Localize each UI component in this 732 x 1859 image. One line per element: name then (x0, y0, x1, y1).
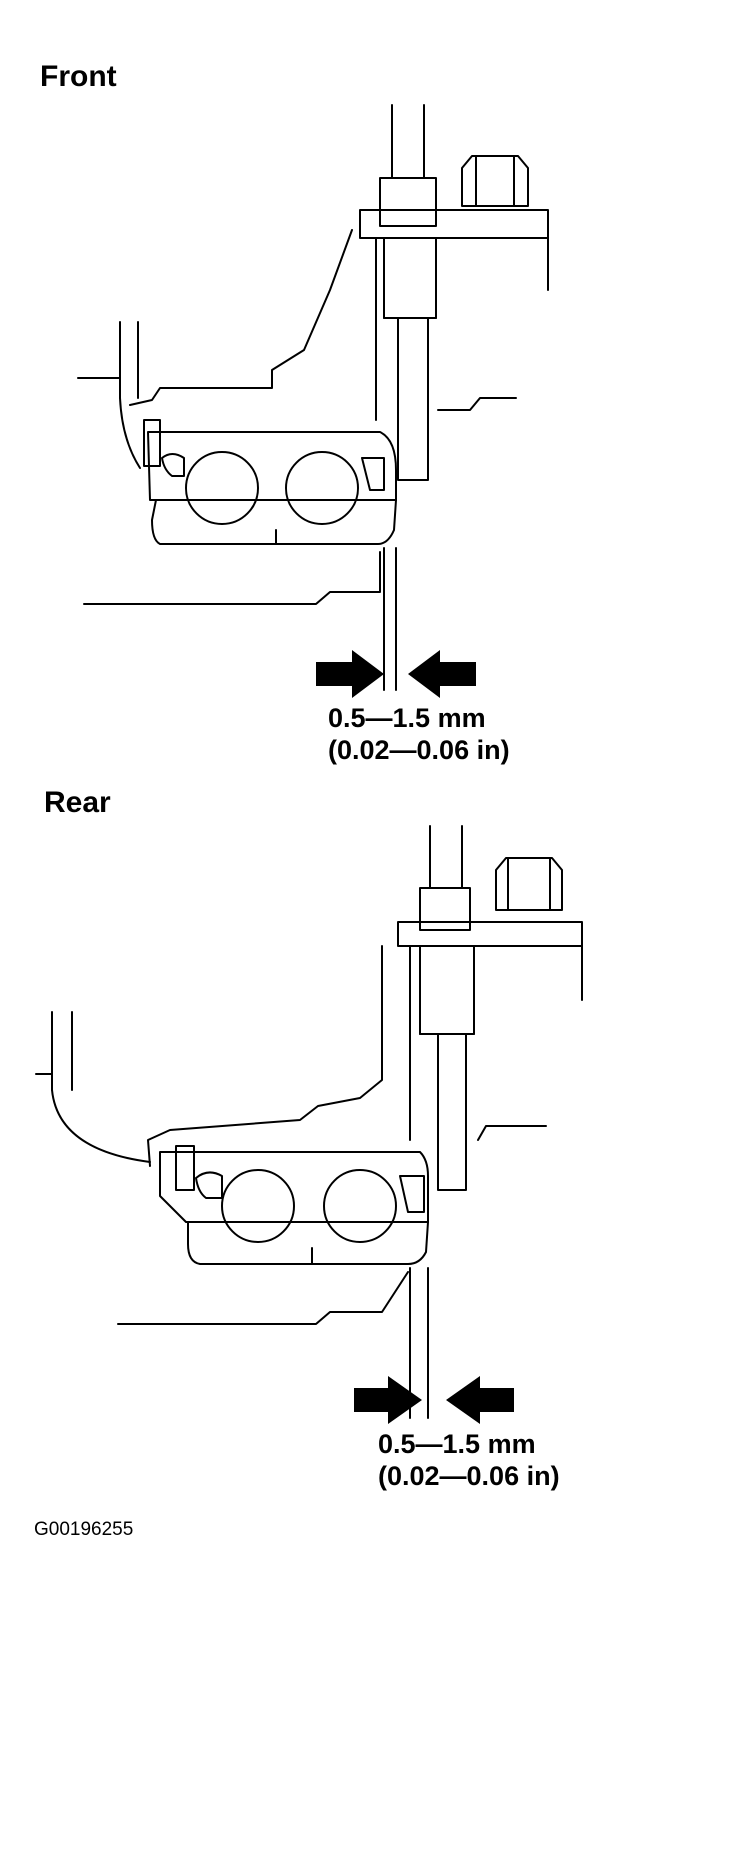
rear-knuckle-outline (147, 945, 383, 1167)
rear-lower-plate (117, 1271, 409, 1325)
rear-seal-left-tab (175, 1145, 195, 1191)
front-clearance-label: 0.5—1.5 mm (0.02—0.06 in) (328, 702, 510, 766)
rear-bolt-head (495, 857, 563, 911)
front-lower-plate (83, 551, 381, 605)
rear-stud (419, 945, 475, 1191)
rear-curve (51, 1089, 151, 1163)
front-clearance-metric: 0.5—1.5 mm (328, 703, 486, 733)
rear-flange (397, 921, 583, 947)
rear-clearance-label: 0.5—1.5 mm (0.02—0.06 in) (378, 1428, 560, 1492)
rear-title: Rear (44, 786, 111, 819)
rear-arrow-left-icon (446, 1376, 514, 1424)
front-seal-right (361, 457, 385, 491)
rear-clearance-imperial: (0.02—0.06 in) (378, 1461, 560, 1491)
figure-id: G00196255 (34, 1519, 134, 1540)
rear-seal-right (399, 1175, 425, 1213)
rear-ball-right (323, 1169, 397, 1243)
rear-bearing-outer (187, 1221, 429, 1265)
front-bearing-diagram (77, 104, 549, 698)
rear-shaft-collar (419, 887, 471, 931)
front-seal-left-tab (143, 419, 161, 467)
front-bearing-outer (151, 499, 397, 545)
rear-clearance-metric: 0.5—1.5 mm (378, 1429, 536, 1459)
front-ball-left (185, 451, 259, 525)
front-arrow-left-icon (408, 650, 476, 698)
front-arrow-right-icon (316, 650, 384, 698)
front-title: Front (40, 60, 117, 93)
front-clearance-imperial: (0.02—0.06 in) (328, 735, 510, 765)
front-bearing-housing (147, 431, 397, 501)
rear-arrow-right-icon (354, 1376, 422, 1424)
front-knuckle-outline (129, 229, 353, 406)
rear-hub-step (477, 1125, 547, 1141)
front-ball-right (285, 451, 359, 525)
rear-seal-left (195, 1171, 223, 1199)
front-curve (119, 397, 141, 469)
front-hub-step (437, 397, 517, 411)
rear-ball-left (221, 1169, 295, 1243)
front-bolt-head (461, 155, 529, 207)
front-seal-left (161, 453, 185, 477)
